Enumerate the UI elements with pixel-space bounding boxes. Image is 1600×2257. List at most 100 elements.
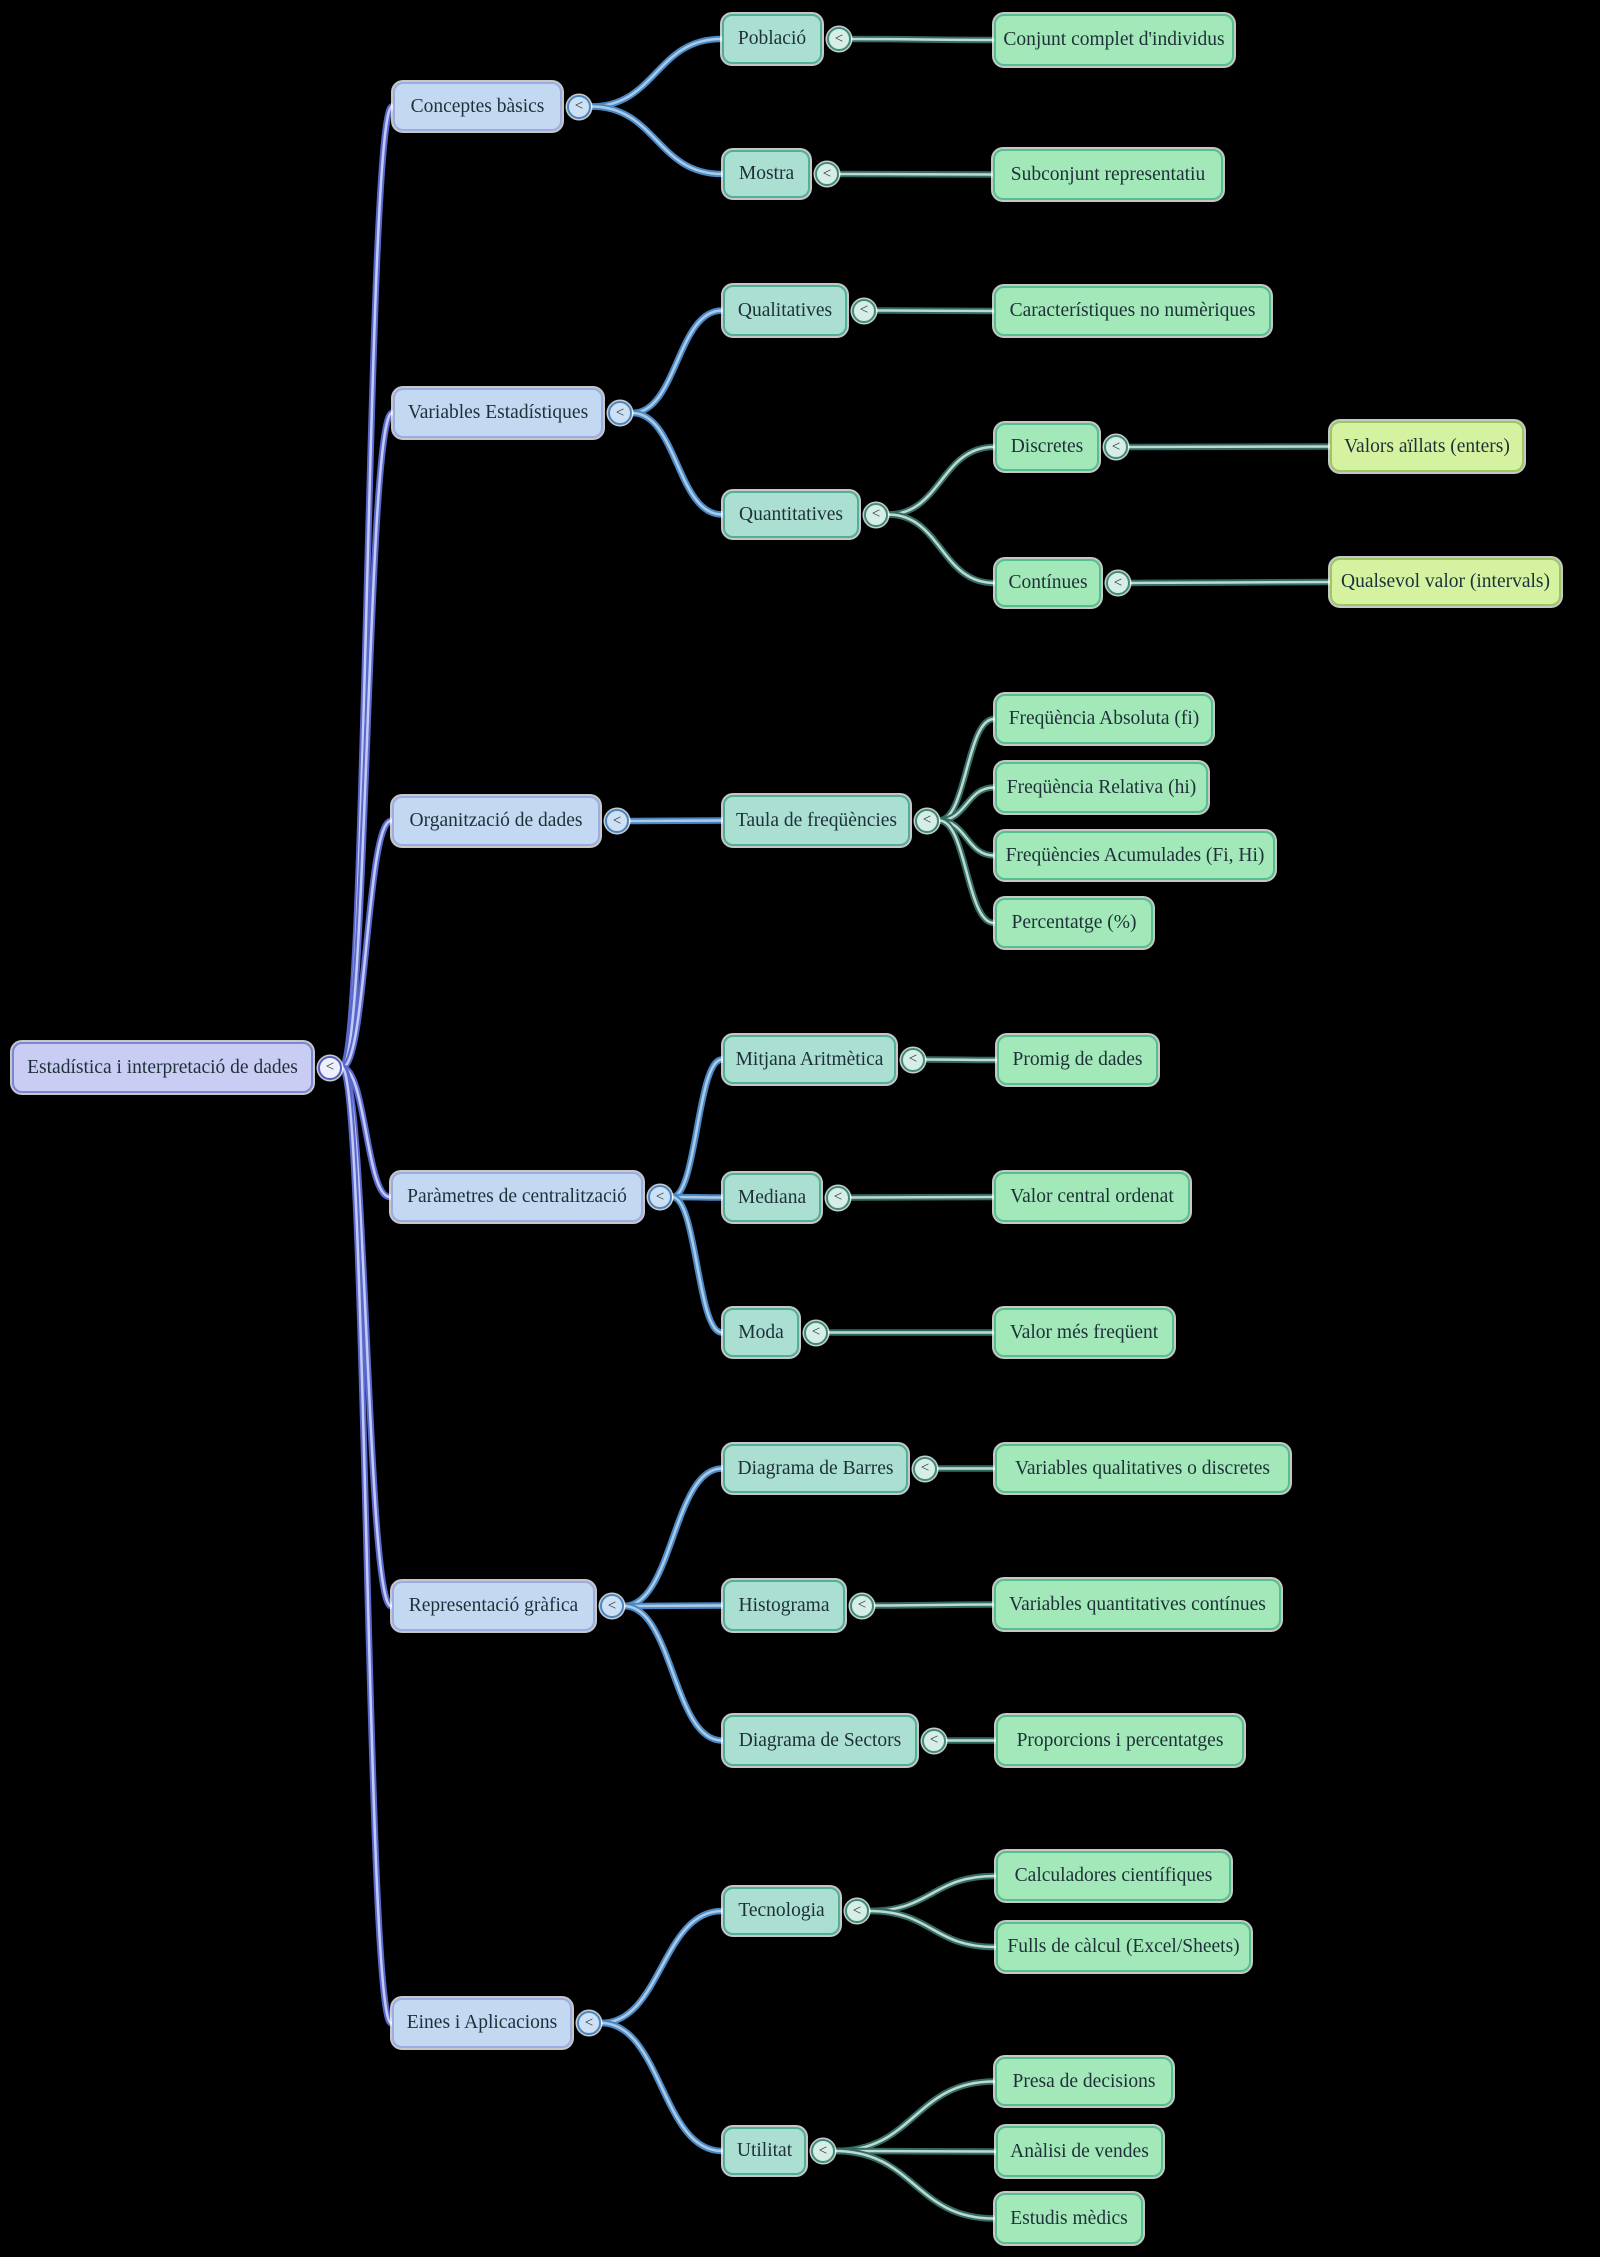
- node-label-histograma: Histograma: [738, 1594, 830, 1616]
- node-label-mediana: Mediana: [737, 1186, 807, 1208]
- collapse-icon: <: [857, 1597, 867, 1613]
- collapse-icon: <: [929, 1732, 939, 1748]
- node-label-parametres: Paràmetres de centralització: [407, 1186, 627, 1207]
- collapse-toggle-mediana[interactable]: <: [826, 1185, 850, 1210]
- node-histograma[interactable]: Histograma: [723, 1580, 845, 1631]
- node-label-quantitatives: Quantitatives: [739, 503, 843, 525]
- node-label-utilitat: Utilitat: [736, 2140, 793, 2161]
- node-label-subconjunt: Subconjunt representatiu: [1010, 163, 1206, 185]
- node-mitjana[interactable]: Mitjana Aritmètica: [723, 1035, 896, 1084]
- node-label-conceptes: Conceptes bàsics: [410, 95, 545, 117]
- node-presa[interactable]: Presa de decisions: [995, 2057, 1173, 2106]
- node-qualsevol-valor[interactable]: Qualsevol valor (intervals): [1330, 558, 1561, 606]
- collapse-toggle-poblacio[interactable]: <: [827, 27, 851, 51]
- node-discretes[interactable]: Discretes: [995, 423, 1099, 471]
- node-label-organitzacio: Organització de dades: [409, 810, 583, 831]
- node-quantitatives[interactable]: Quantitatives: [723, 491, 859, 538]
- node-freq-absoluta[interactable]: Freqüència Absoluta (fi): [995, 694, 1213, 744]
- node-variables[interactable]: Variables Estadístiques: [393, 388, 603, 438]
- collapse-icon: <: [922, 812, 932, 828]
- node-utilitat[interactable]: Utilitat: [723, 2127, 806, 2175]
- node-caracteristiques[interactable]: Característiques no numèriques: [994, 286, 1271, 336]
- node-label-mitjana: Mitjana Aritmètica: [735, 1048, 884, 1070]
- node-label-freq-acumulades: Freqüències Acumulades (Fi, Hi): [1005, 844, 1265, 866]
- collapse-toggle-parametres[interactable]: <: [648, 1185, 672, 1209]
- node-percentatge[interactable]: Percentatge (%): [995, 898, 1153, 948]
- edge-taula-percentatge: [937, 819, 996, 925]
- node-var-qualitatives[interactable]: Variables qualitatives o discretes: [995, 1444, 1290, 1493]
- node-label-proporcions: Proporcions i percentatges: [1016, 1729, 1224, 1751]
- node-conjunt[interactable]: Conjunt complet d'individus: [994, 14, 1234, 66]
- collapse-toggle-conceptes[interactable]: <: [567, 94, 591, 119]
- node-estudis[interactable]: Estudis mèdics: [995, 2193, 1143, 2244]
- node-analisi[interactable]: Anàlisi de vendes: [996, 2126, 1163, 2177]
- collapse-toggle-quantitatives[interactable]: <: [864, 502, 888, 527]
- collapse-icon: <: [833, 1189, 843, 1205]
- collapse-toggle-eines[interactable]: <: [577, 2011, 601, 2035]
- node-valors-aillats[interactable]: Valors aïllats (enters): [1330, 421, 1524, 472]
- node-organitzacio[interactable]: Organització de dades: [392, 796, 600, 846]
- edge-root-parametres: [340, 1066, 392, 1199]
- node-taula[interactable]: Taula de freqüències: [723, 795, 910, 846]
- collapse-toggle-discretes[interactable]: <: [1104, 435, 1128, 459]
- node-label-taula: Taula de freqüències: [735, 809, 898, 831]
- edge-root-variables: [340, 411, 394, 1069]
- node-parametres[interactable]: Paràmetres de centralització: [391, 1172, 643, 1222]
- node-qualitatives[interactable]: Qualitatives: [723, 285, 847, 336]
- node-conceptes[interactable]: Conceptes bàsics: [393, 82, 562, 131]
- collapse-toggle-mitjana[interactable]: <: [901, 1047, 925, 1072]
- node-continues[interactable]: Contínues: [995, 559, 1101, 607]
- collapse-toggle-barres[interactable]: <: [913, 1456, 937, 1481]
- collapse-icon: <: [920, 1460, 930, 1476]
- collapse-toggle-sectors[interactable]: <: [922, 1728, 946, 1753]
- node-poblacio[interactable]: Població: [722, 14, 822, 64]
- collapse-toggle-tecnologia[interactable]: <: [845, 1899, 869, 1923]
- edge-conceptes-poblacio: [589, 37, 723, 108]
- node-subconjunt[interactable]: Subconjunt representatiu: [993, 149, 1223, 200]
- node-freq-acumulades[interactable]: Freqüències Acumulades (Fi, Hi): [995, 831, 1275, 880]
- node-label-analisi: Anàlisi de vendes: [1010, 2140, 1149, 2162]
- collapse-toggle-histograma[interactable]: <: [850, 1593, 874, 1618]
- node-mostra[interactable]: Mostra: [723, 150, 810, 198]
- collapse-toggle-representacio[interactable]: <: [600, 1594, 624, 1618]
- node-valor-central[interactable]: Valor central ordenat: [994, 1172, 1190, 1222]
- edge-quantitatives-discretes: [886, 445, 996, 516]
- node-freq-relativa[interactable]: Freqüència Relativa (hi): [995, 762, 1208, 813]
- node-representacio[interactable]: Representació gràfica: [392, 1581, 595, 1631]
- edge-utilitat-presa: [833, 2080, 996, 2153]
- collapse-toggle-mostra[interactable]: <: [815, 162, 839, 186]
- node-sectors[interactable]: Diagrama de Sectors: [723, 1715, 917, 1766]
- node-fulls[interactable]: Fulls de càlcul (Excel/Sheets): [996, 1922, 1251, 1972]
- node-mediana[interactable]: Mediana: [723, 1173, 821, 1222]
- node-label-discretes: Discretes: [1010, 436, 1084, 457]
- edge-representacio-sectors: [622, 1604, 724, 1742]
- node-root[interactable]: Estadística i interpretació de dades: [12, 1042, 313, 1093]
- collapse-toggle-continues[interactable]: <: [1106, 571, 1130, 595]
- edge-histograma-var-quantitatives: [872, 1603, 995, 1607]
- node-promig[interactable]: Promig de dades: [997, 1035, 1158, 1085]
- edge-tecnologia-fulls: [867, 1909, 997, 1949]
- collapse-toggle-moda[interactable]: <: [804, 1320, 828, 1345]
- edge-parametres-moda: [670, 1195, 724, 1334]
- node-label-caracteristiques: Característiques no numèriques: [1009, 300, 1256, 321]
- node-barres[interactable]: Diagrama de Barres: [723, 1444, 908, 1493]
- edge-root-eines: [340, 1066, 393, 2025]
- collapse-toggle-utilitat[interactable]: <: [811, 2139, 835, 2163]
- node-var-quantitatives[interactable]: Variables quantitatives contínues: [994, 1579, 1281, 1630]
- node-moda[interactable]: Moda: [723, 1308, 799, 1357]
- collapse-toggle-taula[interactable]: <: [915, 808, 939, 833]
- edge-variables-qualitatives: [630, 309, 724, 415]
- collapse-toggle-root[interactable]: <: [318, 1055, 342, 1080]
- collapse-toggle-organitzacio[interactable]: <: [605, 809, 629, 833]
- node-calculadores[interactable]: Calculadores científiques: [996, 1851, 1231, 1901]
- collapse-toggle-variables[interactable]: <: [608, 401, 632, 425]
- edge-quantitatives-continues: [886, 513, 996, 585]
- node-proporcions[interactable]: Proporcions i percentatges: [996, 1715, 1244, 1766]
- node-label-conjunt: Conjunt complet d'individus: [1003, 29, 1225, 50]
- node-tecnologia[interactable]: Tecnologia: [723, 1887, 840, 1935]
- node-eines[interactable]: Eines i Aplicacions: [392, 1998, 572, 2048]
- node-valor-frequent[interactable]: Valor més freqüent: [994, 1308, 1174, 1357]
- node-label-calculadores: Calculadores científiques: [1014, 1865, 1213, 1886]
- collapse-icon: <: [859, 302, 869, 318]
- collapse-toggle-qualitatives[interactable]: <: [852, 298, 876, 323]
